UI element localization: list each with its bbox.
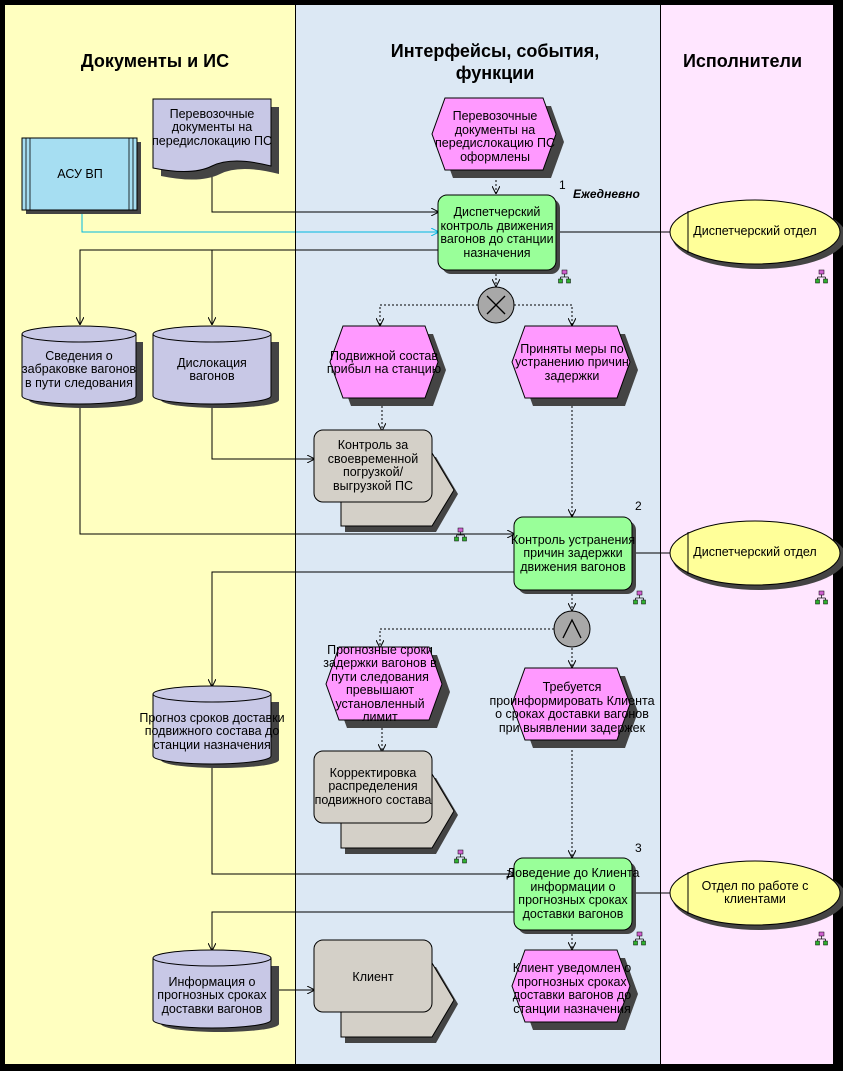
rejected-cars-label: Сведения о забраковке вагонов в пути сле… [21,348,137,390]
org-chart-icon [633,590,646,605]
lane-title-interfaces: Интерфейсы, события, функции [390,41,600,83]
function-2-label: Контроль устранения причин задержки движ… [510,532,636,574]
asu-vp-system [21,137,141,214]
delivery-forecast-db [152,685,279,768]
event-measures-taken [511,325,638,406]
car-dislocation-db [152,325,279,408]
function-2 [513,516,636,594]
executor-dispatch-2 [669,520,843,590]
function-1 [437,194,560,274]
redistribution-label: Корректировка распределения подвижного с… [314,765,432,807]
event-arrived [329,325,446,406]
lane-divider [295,5,296,1064]
transport-docs-label: Перевозочные документы на передислокацию… [152,106,272,148]
function-1-note: Ежедневно [573,187,640,201]
loading-control-label: Контроль за своевременной погрузкой/ выг… [327,438,419,493]
asu-vp-label: АСУ ВП [57,167,103,182]
event-need-inform [511,667,638,748]
org-chart-icon [815,269,828,284]
measures-taken-label: Приняты меры по устранению причин задерж… [515,341,629,383]
forecast-info-db [152,949,279,1032]
need-inform-label: Требуется проинформировать Клиента о сро… [489,680,655,735]
forecast-exceeded-label: Прогнозные сроки задержки вагонов в пути… [323,642,437,724]
client-notified-label: Клиент уведомлен о прогнозных сроках дос… [512,961,632,1016]
subprocess-loading-control [313,429,458,532]
function-2-number: 2 [635,499,642,513]
dispatch-2-label: Диспетчерский отдел [693,545,817,560]
client-dept-label: Отдел по работе с клиентами [701,878,809,906]
executor-dispatch-1 [669,199,843,269]
lane-divider [660,5,661,1064]
org-chart-icon [558,269,571,284]
function-3-number: 3 [635,841,642,855]
function-1-number: 1 [559,178,566,192]
event-forecast-exceeded [325,646,450,728]
lane-title-documents: Документы и ИС [80,51,230,71]
rejected-cars-db [21,325,143,408]
subprocess-client [313,939,458,1043]
function-3-label: Доведение до Клиента информации о прогно… [506,866,640,921]
event-client-notified [511,949,638,1030]
subprocess-redistribution [313,750,458,854]
executor-client-dept [669,860,843,930]
transport-docs-document [152,98,279,180]
org-chart-icon [815,931,828,946]
delivery-forecast-label: Прогноз сроков доставки подвижного соста… [139,710,285,752]
and-connector [553,610,591,648]
docs-issued-label: Перевозочные документы на передислокацию… [435,109,555,164]
function-3 [513,857,636,934]
client-label: Клиент [352,970,394,985]
function-1-label: Диспетчерский контроль движения вагонов … [440,205,554,260]
org-chart-icon [633,931,646,946]
forecast-info-label: Информация о прогнозных сроках доставки … [157,974,267,1016]
car-dislocation-label: Дислокация вагонов [177,355,247,383]
xor-connector [477,286,515,324]
event-docs-issued [431,97,564,178]
dispatch-1-label: Диспетчерский отдел [693,224,817,239]
org-chart-icon [815,590,828,605]
lane-title-executors: Исполнители [682,51,803,71]
arrived-label: Подвижной состав прибыл на станцию [326,348,442,376]
org-chart-icon [454,849,467,864]
